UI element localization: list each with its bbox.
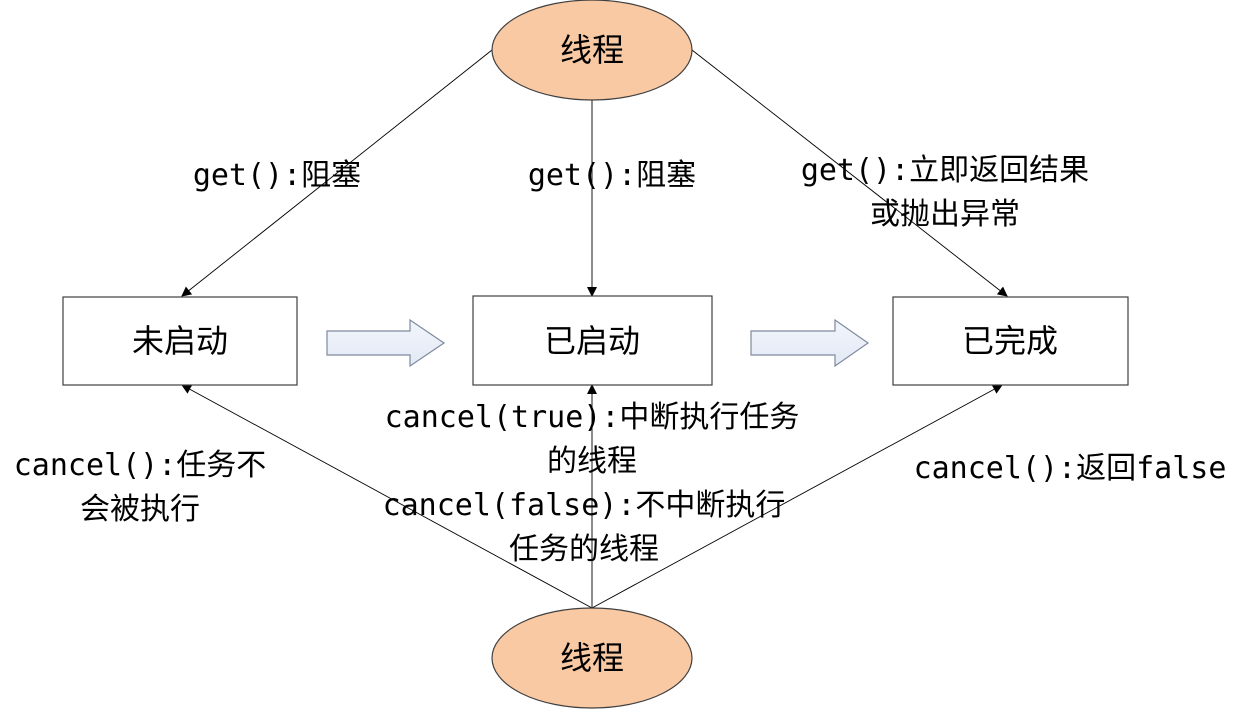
label-cancel-true-started-line-2: 的线程	[547, 444, 637, 479]
block-arrow-not-started-to-started	[326, 318, 446, 368]
state-completed-box	[892, 296, 1129, 386]
label-get-not-started: get():阻塞	[193, 158, 361, 193]
edge-get-not-started	[181, 49, 493, 297]
label-cancel-true-started-line-1: cancel(true):中断执行任务	[385, 400, 800, 435]
edge-cancel-not-started	[181, 384, 593, 609]
thread-top-label: 线程	[560, 31, 624, 69]
label-get-completed: get():立即返回结果或抛出异常	[801, 153, 1089, 232]
state-not-started: 未启动	[62, 296, 298, 386]
thread-bottom-node: 线程	[491, 607, 693, 709]
edge-cancel-completed	[591, 384, 1003, 609]
label-cancel-completed: cancel():返回false	[914, 451, 1227, 486]
label-get-completed-line-2: 或抛出异常	[870, 197, 1020, 232]
label-get-started: get():阻塞	[528, 158, 696, 193]
block-arrow-started-to-completed	[750, 318, 870, 368]
thread-bottom-label: 线程	[560, 639, 624, 677]
label-cancel-completed-line-1: cancel():返回false	[914, 451, 1227, 486]
label-cancel-not-started: cancel():任务不会被执行	[14, 448, 267, 527]
label-cancel-not-started-line-2: 会被执行	[80, 492, 200, 527]
state-completed-label: 已完成	[962, 322, 1058, 360]
label-cancel-false-started-line-2: 任务的线程	[509, 532, 659, 567]
label-get-started-line-1: get():阻塞	[528, 158, 696, 193]
thread-top-ellipse	[491, 0, 693, 101]
label-cancel-not-started-line-1: cancel():任务不	[14, 448, 267, 483]
label-cancel-false-started: cancel(false):不中断执行任务的线程	[383, 488, 786, 567]
label-get-completed-line-1: get():立即返回结果	[801, 153, 1089, 188]
label-get-not-started-line-1: get():阻塞	[193, 158, 361, 193]
state-started: 已启动	[472, 295, 713, 386]
edge-get-completed	[691, 49, 1008, 297]
thread-top-node: 线程	[491, 0, 693, 101]
thread-bottom-ellipse	[491, 607, 693, 709]
label-cancel-false-started-line-1: cancel(false):不中断执行	[383, 488, 786, 523]
state-started-box	[472, 295, 713, 386]
label-cancel-true-started: cancel(true):中断执行任务的线程	[385, 400, 800, 479]
state-started-label: 已启动	[544, 322, 640, 360]
state-not-started-box	[62, 296, 298, 386]
state-not-started-label: 未启动	[132, 322, 228, 360]
state-completed: 已完成	[892, 296, 1129, 386]
